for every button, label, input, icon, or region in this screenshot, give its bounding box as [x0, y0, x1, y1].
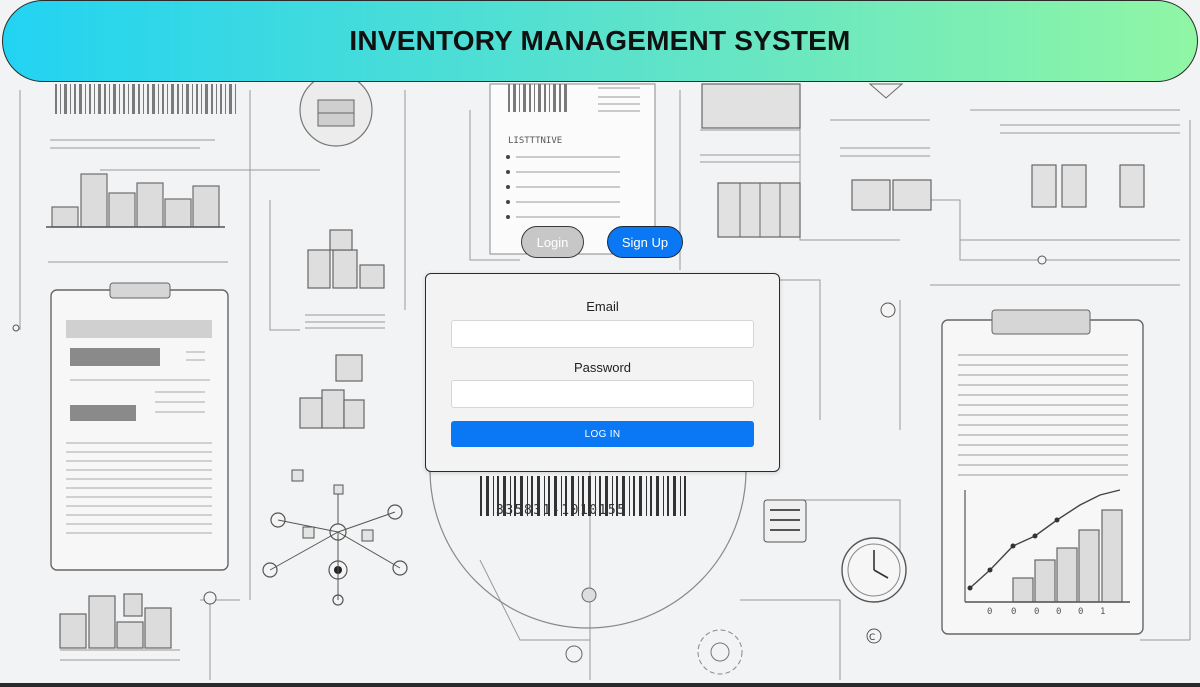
email-label: Email: [586, 299, 619, 314]
axis-label: 0: [987, 607, 992, 617]
login-form-card: Email Password LOG IN: [425, 273, 780, 472]
axis-label: 1: [1100, 607, 1105, 617]
axis-label: 0: [1056, 607, 1061, 617]
page-title: INVENTORY MANAGEMENT SYSTEM: [349, 25, 851, 56]
email-input[interactable]: [451, 320, 754, 348]
axis-label: 0: [1034, 607, 1039, 617]
app-header: INVENTORY MANAGEMENT SYSTEM: [2, 0, 1198, 82]
password-label: Password: [573, 360, 632, 375]
axis-label: 0: [1011, 607, 1016, 617]
clock-letter: C: [869, 633, 875, 643]
login-tab-button[interactable]: Login: [521, 226, 584, 258]
barcode-number-text: 335831-1010155: [496, 503, 627, 518]
bottom-border: [0, 683, 1200, 687]
login-submit-button[interactable]: LOG IN: [451, 421, 754, 447]
doc-heading-text: LISTTTNIVE: [508, 136, 562, 146]
axis-label: 0: [1078, 607, 1083, 617]
password-input[interactable]: [451, 380, 754, 408]
signup-tab-button[interactable]: Sign Up: [607, 226, 683, 258]
